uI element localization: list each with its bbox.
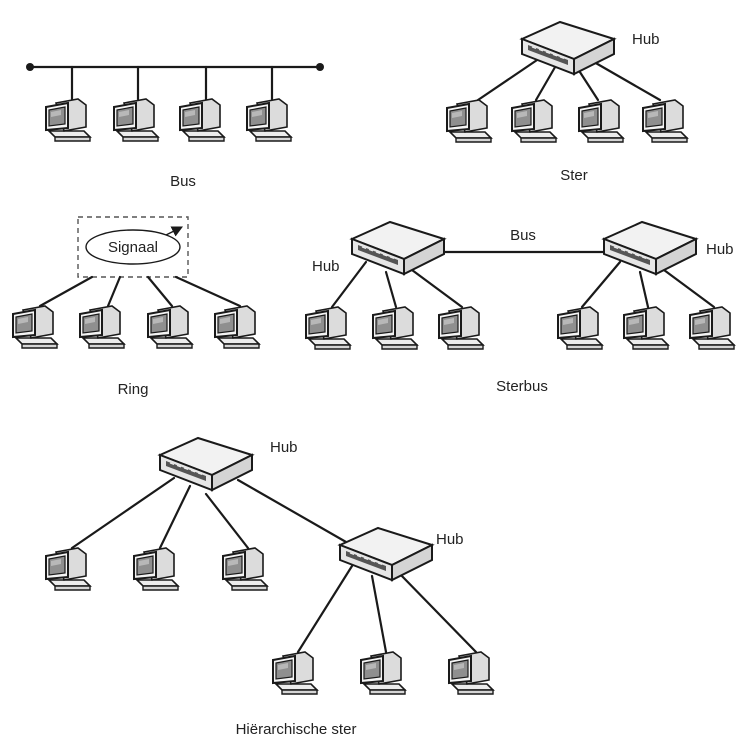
computer-icon — [578, 99, 624, 143]
star-topology: Hub Ster — [446, 21, 688, 184]
sterbus-left-hub-label: Hub — [312, 258, 340, 275]
top-hub-label: Hub — [270, 439, 298, 456]
computer-icon — [305, 306, 351, 350]
ring-topology: Signaal Ring — [12, 216, 260, 398]
bus-terminator-left — [26, 63, 34, 71]
computer-icon — [446, 99, 492, 143]
bus-label: Bus — [170, 173, 196, 190]
computer-icon — [12, 305, 58, 349]
sterbus-right-hub-label: Hub — [706, 241, 734, 258]
computer-icon — [45, 98, 91, 142]
computer-icon — [179, 98, 225, 142]
computer-icon — [642, 99, 688, 143]
computer-icon — [79, 305, 125, 349]
signal-direction-arrow — [165, 226, 184, 237]
computer-icon — [557, 306, 603, 350]
ster-label: Ster — [560, 167, 588, 184]
computer-icon — [689, 306, 735, 350]
computer-icon — [214, 305, 260, 349]
computer-icon — [133, 547, 179, 591]
computer-icon — [623, 306, 669, 350]
computer-icon — [272, 651, 318, 695]
computer-icon — [147, 305, 193, 349]
computer-icon — [360, 651, 406, 695]
computer-icon — [448, 651, 494, 695]
computer-icon — [45, 547, 91, 591]
hierarchische-ster-label: Hiërarchische ster — [236, 721, 357, 738]
hub-icon — [351, 221, 445, 275]
sterbus-bus-label: Bus — [510, 227, 536, 244]
second-hub-label: Hub — [436, 531, 464, 548]
computer-icon — [372, 306, 418, 350]
ring-label: Ring — [118, 381, 149, 398]
hub-icon — [159, 437, 253, 491]
bus-topology: Bus — [26, 63, 324, 190]
star-bus-topology: Bus Hub Hub Sterbus — [305, 221, 735, 395]
computer-icon — [511, 99, 557, 143]
bus-terminator-right — [316, 63, 324, 71]
signaal-label: Signaal — [108, 239, 158, 256]
computer-icon — [438, 306, 484, 350]
computer-icon — [246, 98, 292, 142]
computer-icon — [113, 98, 159, 142]
ring-dashed-box — [77, 216, 189, 278]
sterbus-label: Sterbus — [496, 378, 548, 395]
ster-hub-label: Hub — [632, 31, 660, 48]
signaal-ellipse — [85, 229, 181, 265]
hierarchical-star-topology: Hub Hub Hiërarchische ster — [45, 437, 494, 738]
hub-icon — [339, 527, 433, 581]
computer-icon — [222, 547, 268, 591]
